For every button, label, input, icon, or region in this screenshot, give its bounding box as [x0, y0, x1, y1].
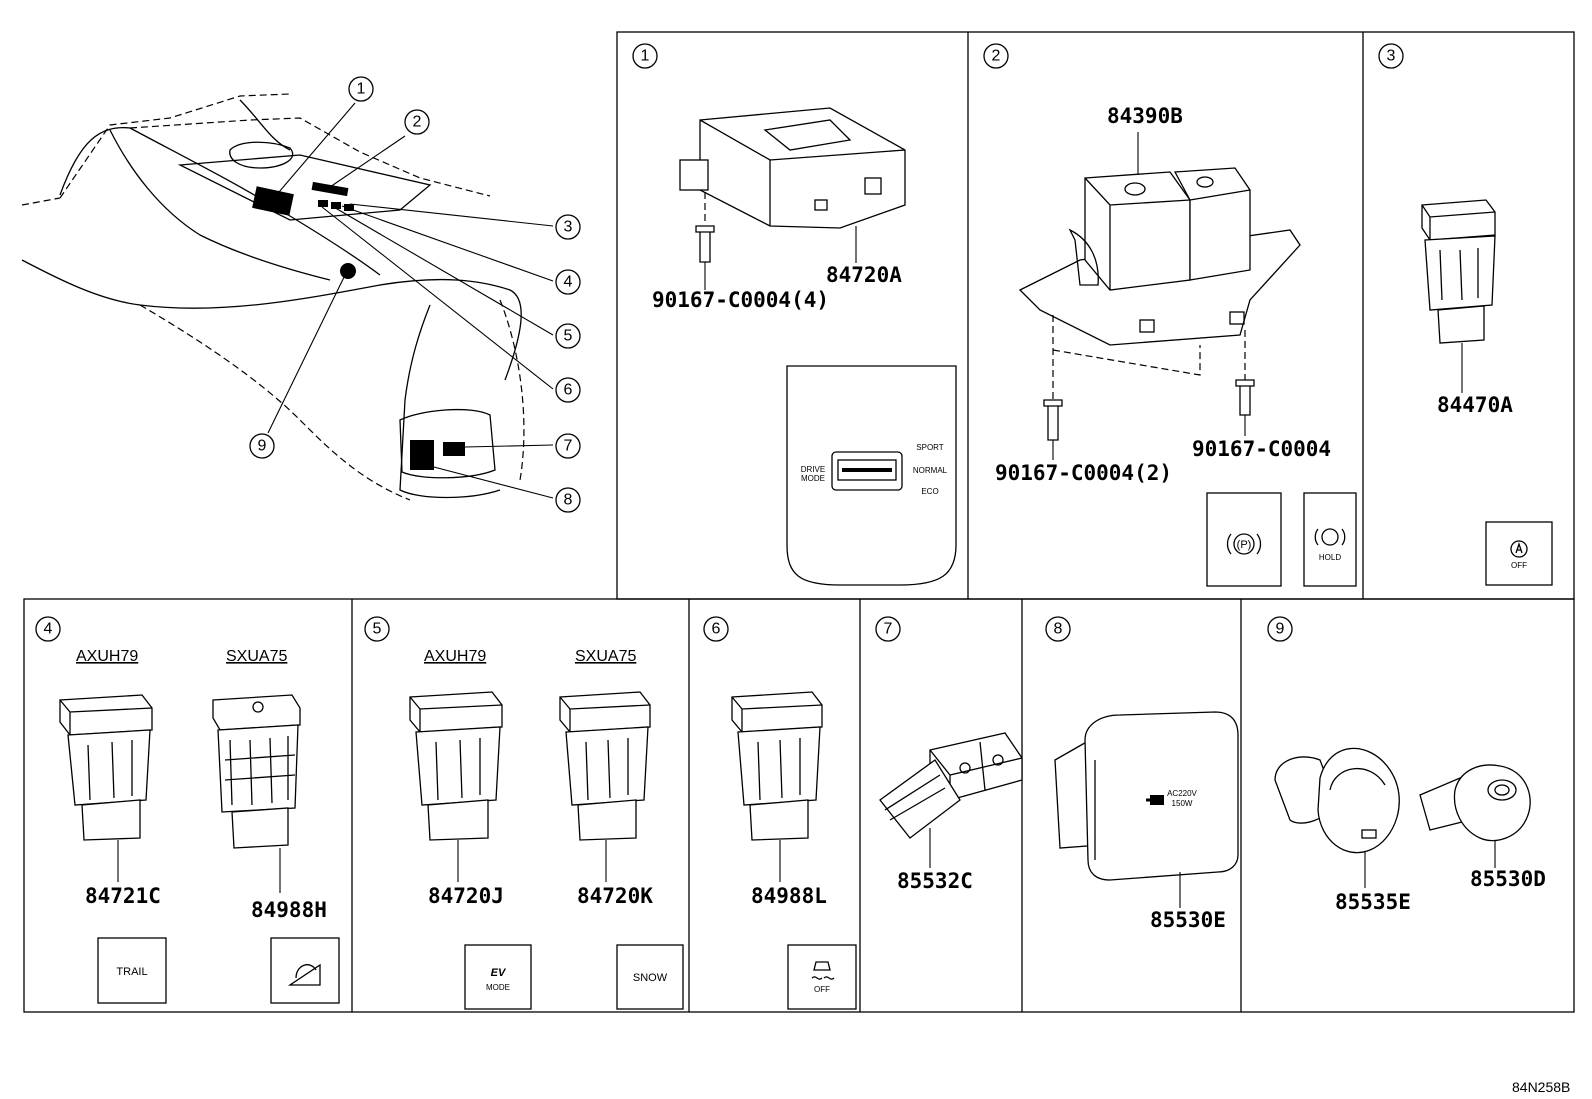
panel-8-number: 8: [1054, 621, 1063, 638]
150w-label: 150W: [1172, 799, 1193, 808]
plate-mode-label: MODE: [801, 474, 825, 483]
panel-2: 2 84390B 90167-C0004(2) 90167-C0004 (P): [983, 43, 1357, 587]
panel-3: 3 84470A OFF: [1378, 43, 1553, 586]
callout-8-label: 8: [564, 492, 573, 509]
part-84470A: 84470A: [1437, 393, 1513, 417]
part-84720J: 84720J: [428, 884, 504, 908]
callout-2: 2: [404, 109, 430, 135]
parking-brake-label: (P): [1237, 539, 1252, 551]
brake-hold-icon: HOLD: [1314, 528, 1346, 562]
parking-brake-icon-box: [1206, 492, 1282, 587]
trail-label: TRAIL: [116, 966, 147, 978]
callout-1: 1: [348, 76, 374, 102]
downhill-assist-icon-box: [270, 937, 340, 1004]
panel-6: 6 84988L OFF: [703, 616, 857, 1010]
ac220v-label: AC220V: [1167, 789, 1197, 798]
callout-9: 9: [249, 433, 275, 459]
callout-2-label: 2: [413, 114, 422, 131]
part-84390B: 84390B: [1107, 104, 1183, 128]
traction-control-icon-box: [787, 944, 857, 1010]
ev-mode-icon-box: [464, 944, 532, 1010]
part-85535E: 85535E: [1335, 890, 1411, 914]
callout-9-label: 9: [258, 438, 267, 455]
panel-5-number: 5: [373, 621, 382, 638]
callout-7: 7: [555, 433, 581, 459]
part-84720K: 84720K: [577, 884, 653, 908]
callout-7-label: 7: [564, 438, 573, 455]
mode-label: MODE: [486, 983, 510, 992]
panel-8: 8 AC220V 150W 85530E: [1045, 616, 1239, 932]
model-sxua75-5: SXUA75: [575, 648, 636, 665]
downhill-assist-icon: [287, 963, 321, 986]
console-overview: [21, 93, 554, 501]
callout-3-label: 3: [564, 219, 573, 236]
callout-8: 8: [555, 487, 581, 513]
part-84988H: 84988H: [251, 898, 327, 922]
plate-normal-label: NORMAL: [913, 466, 948, 475]
panel-9-number: 9: [1276, 621, 1285, 638]
panel-1: 1 84720A 90167-C0004(4) DRIVE MODE SPORT…: [632, 43, 957, 586]
panel-9: 9 85535E 85530D: [1267, 616, 1546, 914]
part-90167-C0004-2: 90167-C0004(2): [995, 461, 1172, 485]
part-90167-C0004-4: 90167-C0004(4): [652, 288, 829, 312]
ev-label: EV: [491, 967, 507, 979]
part-85530E: 85530E: [1150, 908, 1226, 932]
plate-eco-label: ECO: [921, 487, 938, 496]
overview-callouts: 1 2 3 4 5 6 7 8 9: [249, 76, 581, 513]
diagram-reference-code: 84N258B: [1512, 1079, 1570, 1095]
model-axuh79: AXUH79: [76, 648, 138, 665]
model-sxua75: SXUA75: [226, 648, 287, 665]
brake-hold-label: HOLD: [1319, 553, 1341, 562]
part-85530D: 85530D: [1470, 867, 1546, 891]
traction-off-label: OFF: [814, 985, 830, 994]
auto-start-stop-off-icon: OFF: [1510, 540, 1528, 570]
auto-stop-off-label: OFF: [1511, 561, 1527, 570]
auto-start-stop-icon-box: [1485, 521, 1553, 586]
panel-2-number: 2: [992, 48, 1001, 65]
traction-control-off-icon: OFF: [811, 961, 835, 994]
plate-sport-label: SPORT: [916, 443, 944, 452]
callout-3: 3: [555, 214, 581, 240]
panel-frames: [23, 31, 1575, 1013]
part-90167-C0004: 90167-C0004: [1192, 437, 1331, 461]
panel-5: 5 AXUH79 SXUA75 84720J 84720K EV MODE SN…: [364, 616, 684, 1010]
callout-5-label: 5: [564, 328, 573, 345]
part-85532C: 85532C: [897, 869, 973, 893]
callout-4: 4: [555, 269, 581, 295]
part-84988L: 84988L: [751, 884, 827, 908]
model-axuh79-5: AXUH79: [424, 648, 486, 665]
panel-3-number: 3: [1387, 48, 1396, 65]
panel-6-number: 6: [712, 621, 721, 638]
part-84721C: 84721C: [85, 884, 161, 908]
snow-label: SNOW: [633, 972, 668, 984]
snow-icon-box: [616, 944, 684, 1010]
panel-7-number: 7: [884, 621, 893, 638]
callout-1-label: 1: [357, 81, 366, 98]
parking-brake-icon: (P): [1226, 533, 1262, 555]
callout-6-label: 6: [564, 382, 573, 399]
callout-4-label: 4: [564, 274, 573, 291]
panel-4: 4 AXUH79 SXUA75 84721C 84988H TRAIL: [35, 616, 340, 1004]
callout-5: 5: [555, 323, 581, 349]
part-84720A: 84720A: [826, 263, 902, 287]
panel-4-number: 4: [44, 621, 53, 638]
callout-6: 6: [555, 377, 581, 403]
panel-7: 7 85532C: [875, 616, 1023, 893]
brake-hold-icon-box: [1303, 492, 1357, 587]
panel-1-number: 1: [641, 48, 650, 65]
power-outlet-icon: AC220V 150W: [1146, 789, 1198, 808]
trail-icon-box: [97, 937, 167, 1004]
plate-drive-label: DRIVE: [801, 465, 825, 474]
